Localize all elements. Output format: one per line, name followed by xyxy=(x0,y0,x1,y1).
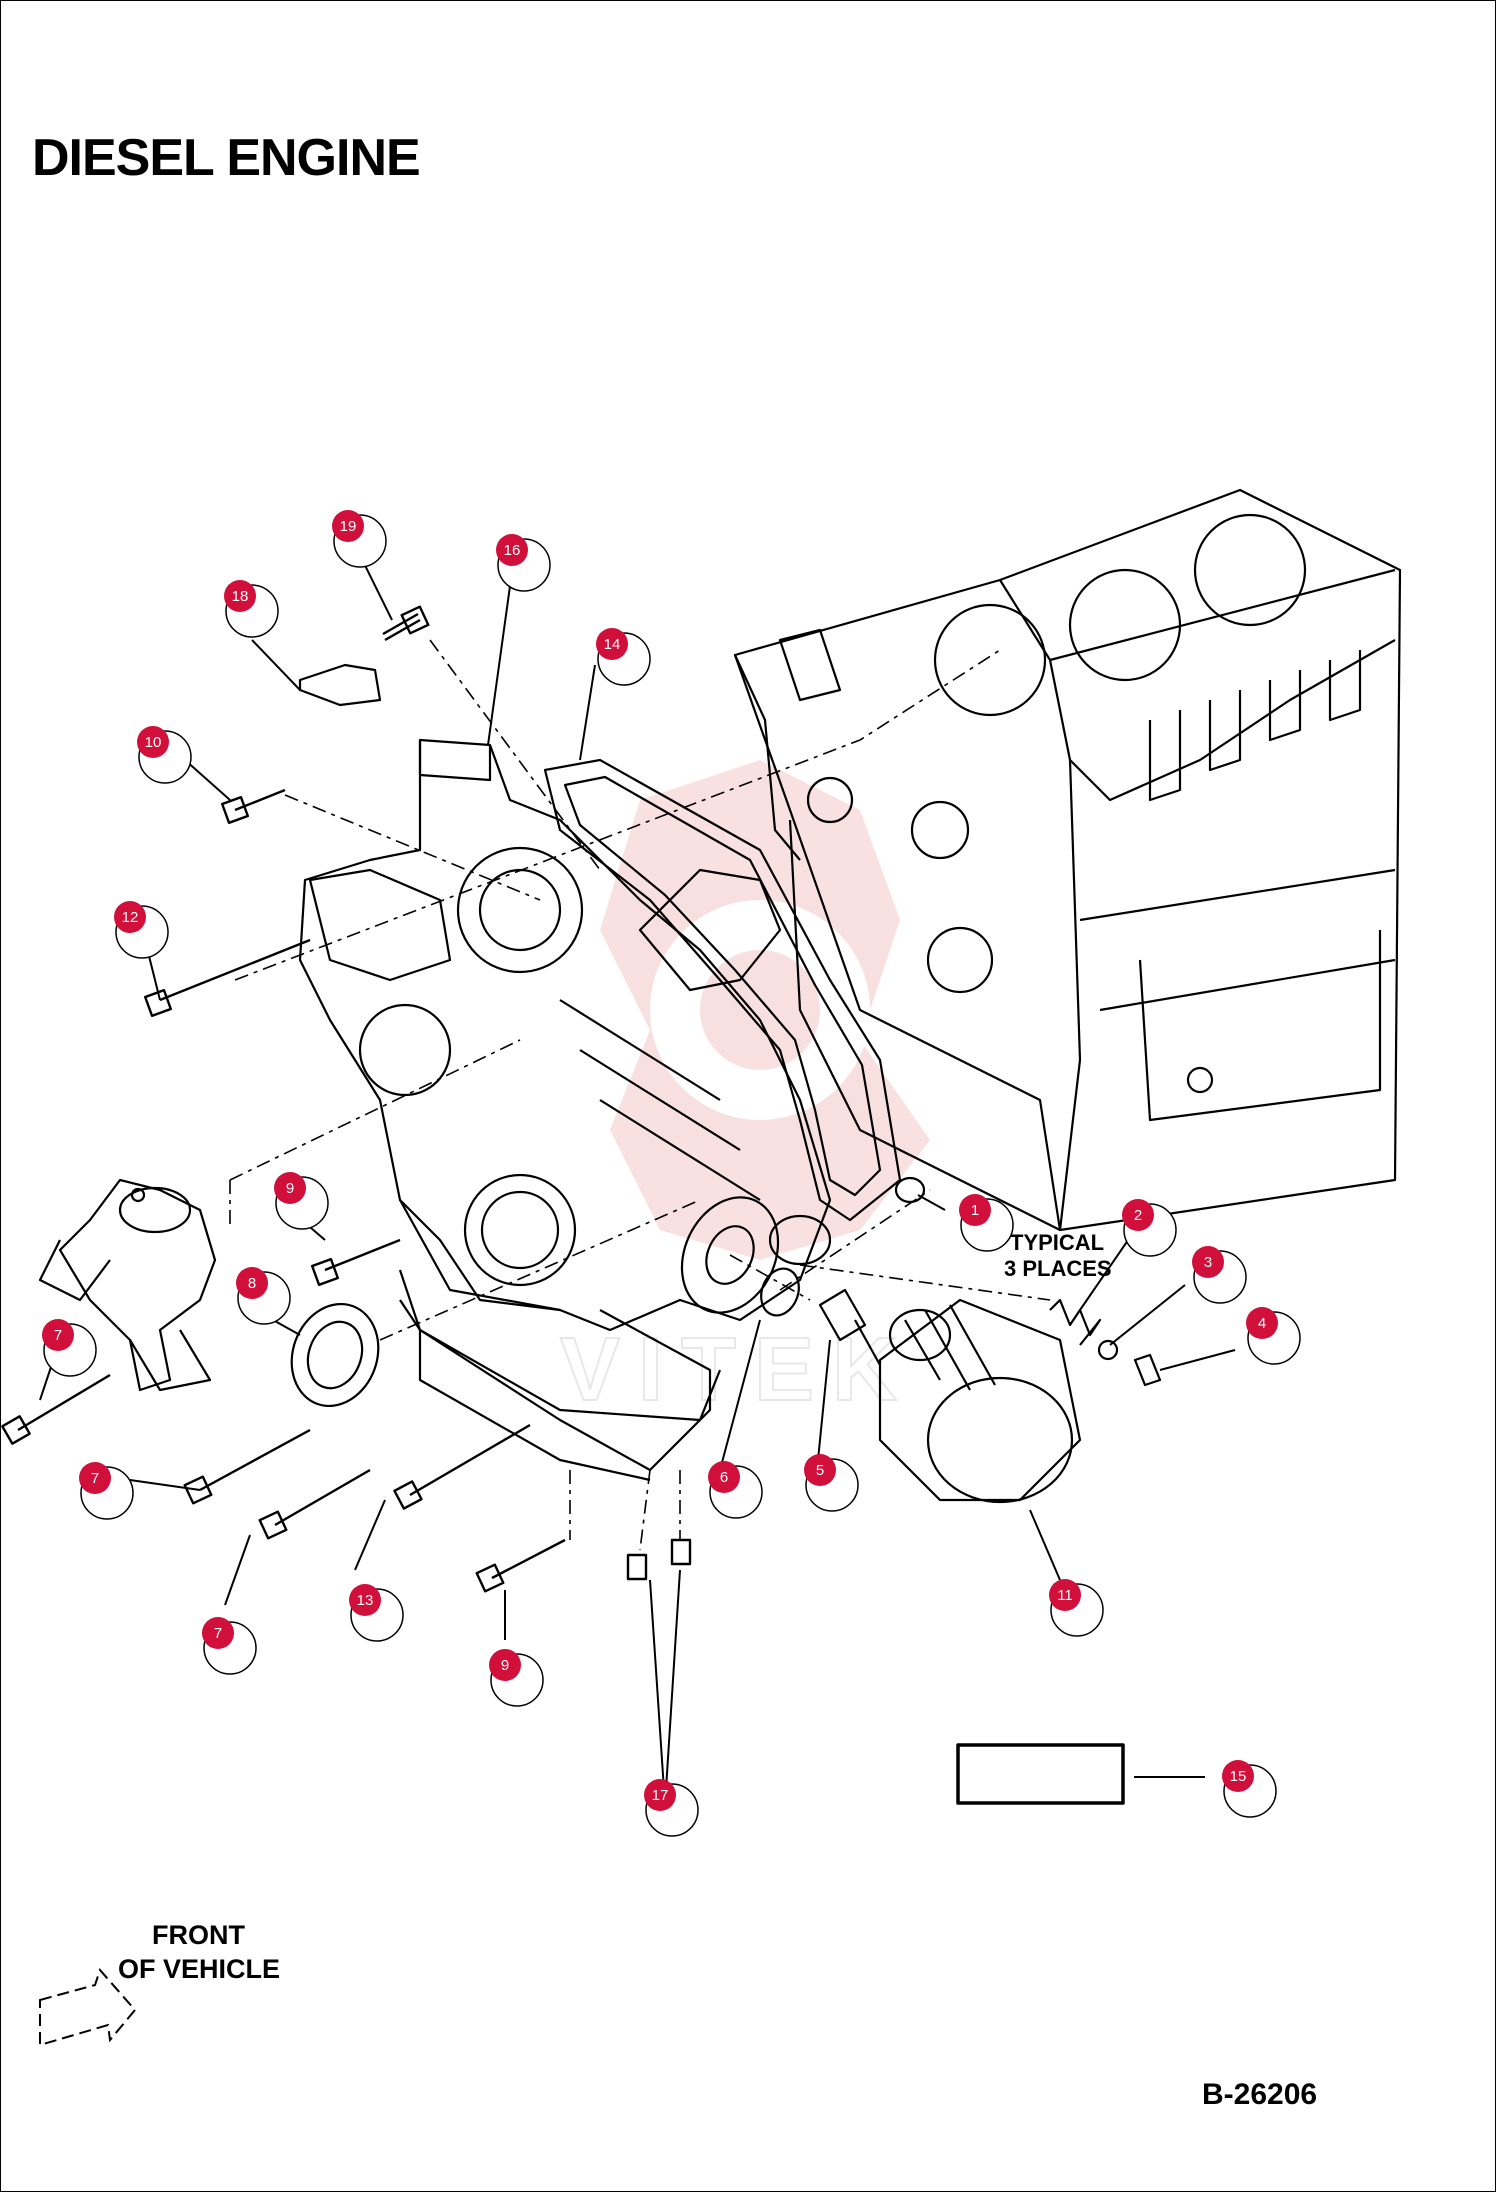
bolts xyxy=(1,605,692,1593)
callout-c12: 12 xyxy=(114,901,169,959)
engine-block xyxy=(733,488,1402,1232)
callout-number: 4 xyxy=(1258,1315,1266,1332)
callout-c8: 8 xyxy=(236,1267,291,1325)
front-oil-seal-inner xyxy=(306,1320,364,1390)
callout-badge xyxy=(1049,1579,1081,1611)
callout-c1: 1 xyxy=(959,1194,1014,1252)
callout-c7c: 7 xyxy=(202,1617,257,1675)
callout-number: 18 xyxy=(232,588,249,605)
cover-o-ring xyxy=(894,1176,926,1204)
relief-plug xyxy=(1133,1353,1162,1387)
callout-badge xyxy=(236,1267,268,1299)
callout-number: 12 xyxy=(122,909,139,926)
callout-c15: 15 xyxy=(1222,1760,1277,1818)
callout-number: 3 xyxy=(1204,1254,1212,1271)
callout-badge xyxy=(489,1649,521,1681)
assembly-guide-lines xyxy=(229,639,1051,1551)
callout-badge xyxy=(349,1584,381,1616)
front-arrow-icon xyxy=(39,1968,137,2047)
typical-note-line1: TYPICAL xyxy=(1010,1230,1104,1255)
callout-badge xyxy=(42,1319,74,1351)
front-of-vehicle-line2: OF VEHICLE xyxy=(118,1954,281,1984)
callout-number: 15 xyxy=(1230,1768,1247,1785)
callout-badge xyxy=(708,1461,740,1493)
callout-number: 5 xyxy=(816,1462,824,1479)
callout-c7b: 7 xyxy=(79,1462,134,1520)
callout-c5: 5 xyxy=(804,1454,859,1512)
callout-number: 1 xyxy=(971,1202,979,1219)
callout-number: 13 xyxy=(357,1592,374,1609)
callout-c16: 16 xyxy=(496,534,551,592)
callout-number: 7 xyxy=(91,1470,99,1487)
callout-badge xyxy=(1192,1246,1224,1278)
callout-number: 16 xyxy=(504,542,521,559)
callout-c3: 3 xyxy=(1192,1246,1247,1304)
callout-c17: 17 xyxy=(644,1779,699,1837)
callout-badge xyxy=(224,580,256,612)
callout-badge xyxy=(804,1454,836,1486)
lifting-bracket xyxy=(298,663,382,707)
callout-number: 7 xyxy=(54,1327,62,1344)
oil-filter xyxy=(878,1298,1082,1504)
callout-c13: 13 xyxy=(349,1584,404,1642)
callout-badge xyxy=(137,726,169,758)
front-oil-seal xyxy=(290,1302,380,1408)
relief-ball xyxy=(1097,1339,1119,1361)
callout-badge xyxy=(79,1462,111,1494)
callout-number: 9 xyxy=(286,1180,294,1197)
typical-note-line2: 3 PLACES xyxy=(1004,1256,1112,1281)
callout-badge xyxy=(496,534,528,566)
callout-c18: 18 xyxy=(224,580,279,638)
serial-tag xyxy=(956,1743,1125,1805)
adapter-o-ring xyxy=(760,1267,800,1317)
callout-badge xyxy=(1222,1760,1254,1792)
callout-badge xyxy=(202,1617,234,1649)
callout-c19: 19 xyxy=(332,510,387,568)
callout-number: 14 xyxy=(604,636,621,653)
callout-c7a: 7 xyxy=(42,1319,97,1377)
callout-number: 19 xyxy=(340,518,357,535)
callout-c6: 6 xyxy=(708,1461,763,1519)
callout-number: 11 xyxy=(1057,1587,1073,1604)
watermark-logo xyxy=(600,760,930,1260)
callout-number: 8 xyxy=(248,1275,256,1292)
callout-c4: 4 xyxy=(1246,1307,1301,1365)
callout-c2: 2 xyxy=(1122,1199,1177,1257)
callout-number: 7 xyxy=(214,1625,222,1642)
document-id: B-26206 xyxy=(1202,2078,1318,2111)
front-gear-case xyxy=(298,738,832,1422)
callout-badge xyxy=(1122,1199,1154,1231)
water-pump xyxy=(38,1178,217,1392)
callout-c9b: 9 xyxy=(489,1649,544,1707)
callout-c11: 11 xyxy=(1049,1579,1104,1637)
callout-badge xyxy=(1246,1307,1278,1339)
callout-number: 2 xyxy=(1134,1207,1142,1224)
callout-number: 10 xyxy=(145,734,162,751)
front-of-vehicle-line1: FRONT xyxy=(152,1920,245,1950)
callout-badge xyxy=(274,1172,306,1204)
callout-c9a: 9 xyxy=(274,1172,329,1230)
callout-badge xyxy=(114,901,146,933)
callout-number: 9 xyxy=(501,1657,509,1674)
callout-c14: 14 xyxy=(596,628,651,686)
callout-badge xyxy=(332,510,364,542)
callout-badge xyxy=(959,1194,991,1226)
watermark-text: VITEK xyxy=(560,1320,915,1420)
callout-c10: 10 xyxy=(137,726,192,784)
callout-badge xyxy=(644,1779,676,1811)
callout-badge xyxy=(596,628,628,660)
callout-number: 17 xyxy=(652,1787,669,1804)
oil-pressure-switch xyxy=(818,1288,881,1366)
callout-number: 6 xyxy=(720,1469,728,1486)
page-title: DIESEL ENGINE xyxy=(32,129,421,187)
